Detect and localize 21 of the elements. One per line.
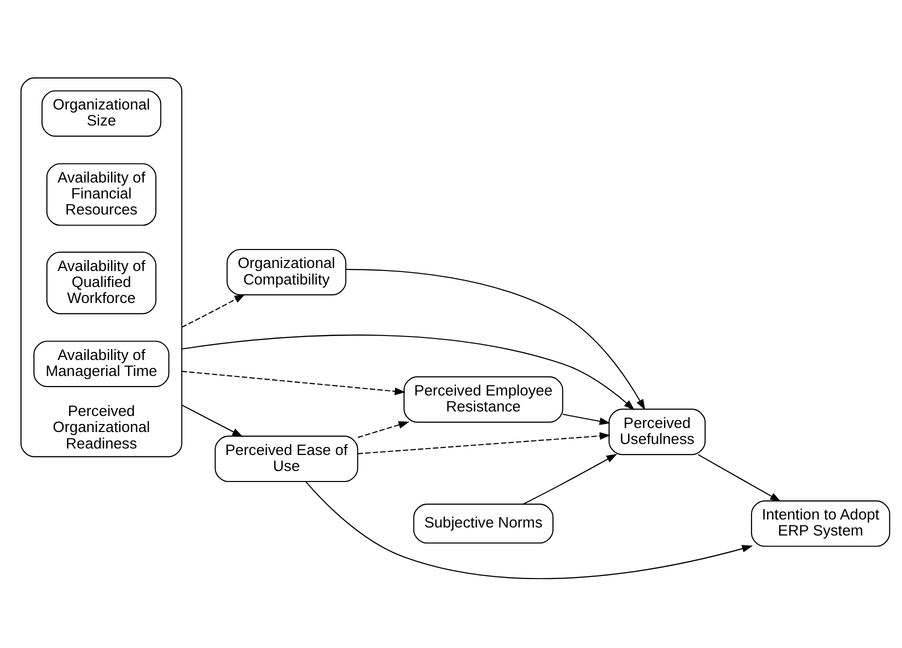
arrow xyxy=(182,370,406,396)
arrow xyxy=(182,334,635,410)
arrow xyxy=(522,454,618,505)
node-box: Availability of Financial Resources xyxy=(46,163,156,226)
node-box: Availability of Managerial Time xyxy=(33,340,170,388)
node-box: Availability of Qualified Workforce xyxy=(46,252,156,314)
arrow xyxy=(305,481,753,579)
node-box: Subjective Norms xyxy=(413,504,554,544)
node-box: Organizational Size xyxy=(42,90,162,137)
arrow xyxy=(698,454,781,502)
arrow xyxy=(182,294,246,328)
node-box: Intention to Adopt ERP System xyxy=(750,500,890,547)
arrow xyxy=(358,432,611,454)
node-box: Perceived Usefulness xyxy=(608,408,706,456)
arrow xyxy=(358,421,410,438)
node-box: Organizational Compatibility xyxy=(226,248,346,296)
node-box: Perceived Ease of Use xyxy=(214,436,358,482)
arrow xyxy=(346,268,646,410)
node-box: Perceived Employee Resistance xyxy=(404,376,564,423)
arrow xyxy=(562,414,610,425)
arrow xyxy=(182,404,244,437)
